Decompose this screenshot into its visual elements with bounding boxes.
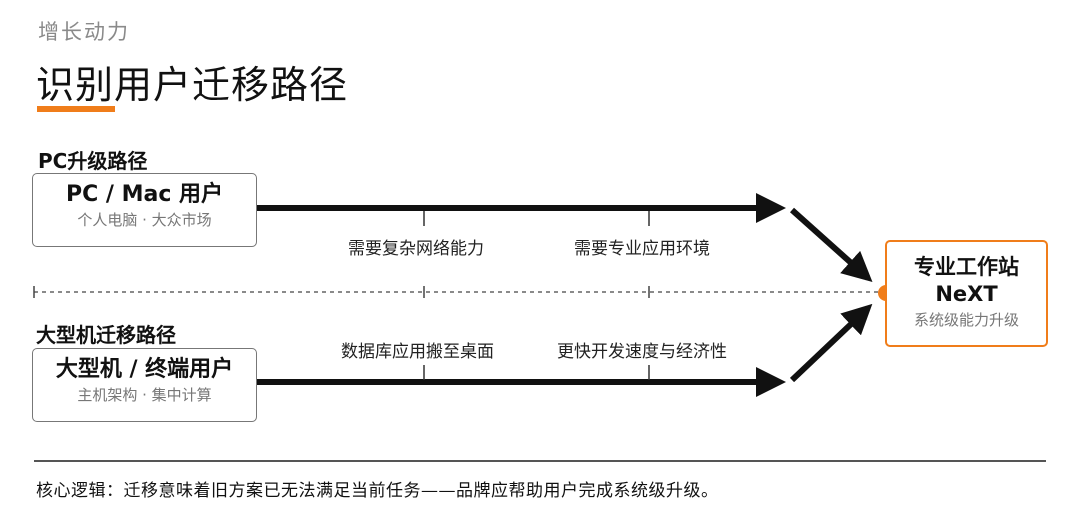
pc-step-2: 需要专业应用环境 (574, 239, 710, 259)
pc-step-1: 需要复杂网络能力 (348, 239, 484, 259)
footer-divider (34, 460, 1046, 462)
mainframe-step-2: 更快开发速度与经济性 (557, 342, 727, 362)
title-accent-bar (37, 106, 115, 112)
mainframe-merge-arrow (789, 303, 873, 383)
mainframe-path-label: 大型机迁移路径 (36, 323, 176, 347)
mainframe-source-title: 大型机 / 终端用户 (55, 357, 234, 382)
eyebrow-label: 增长动力 (38, 20, 130, 44)
target-title-line2: NeXT (935, 282, 998, 306)
mainframe-step-1: 数据库应用搬至桌面 (341, 342, 494, 362)
pc-source-node: PC / Mac 用户 个人电脑 · 大众市场 (32, 173, 257, 247)
mainframe-source-node: 大型机 / 终端用户 主机架构 · 集中计算 (32, 348, 257, 422)
mainframe-source-subtitle: 主机架构 · 集中计算 (77, 386, 212, 404)
target-title-line1: 专业工作站 (914, 255, 1019, 279)
pc-source-title: PC / Mac 用户 (65, 182, 224, 207)
pc-source-subtitle: 个人电脑 · 大众市场 (77, 211, 212, 229)
footer-summary: 核心逻辑：迁移意味着旧方案已无法满足当前任务——品牌应帮助用户完成系统级升级。 (36, 481, 719, 501)
page-title: 识别用户迁移路径 (36, 63, 349, 107)
target-node: 专业工作站 NeXT 系统级能力升级 (885, 240, 1048, 347)
target-subtitle: 系统级能力升级 (913, 311, 1019, 329)
pc-merge-arrow (789, 207, 873, 283)
pc-path-label: PC升级路径 (38, 149, 148, 173)
